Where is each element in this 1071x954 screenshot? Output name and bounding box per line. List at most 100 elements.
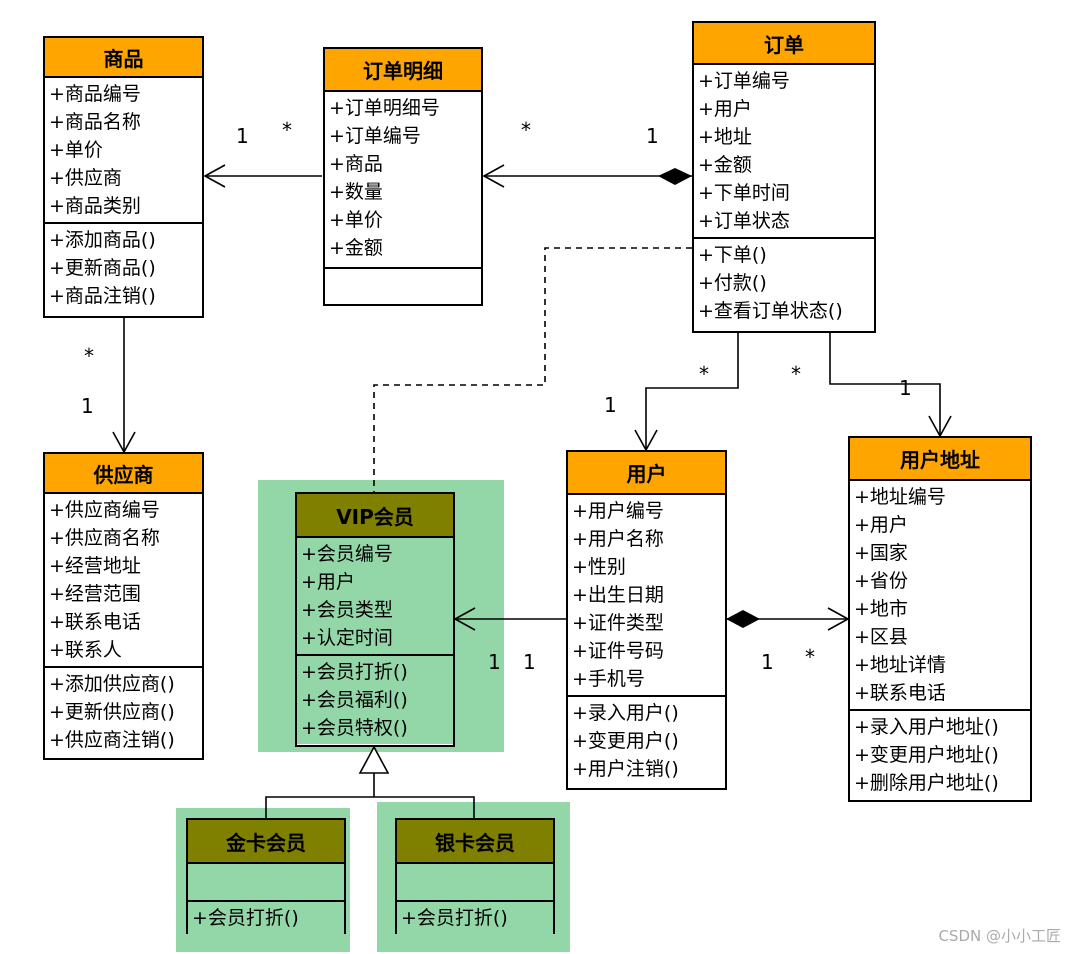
operation: +变更用户地址()	[854, 744, 999, 766]
operation: +会员打折()	[301, 661, 408, 683]
user-class-name: 用户	[568, 452, 725, 495]
operation: +供应商注销()	[49, 729, 175, 751]
gold-member-operations: +会员打折()	[188, 902, 344, 934]
mult-detail-order-near-order: 1	[646, 124, 659, 148]
supplier-class-name: 供应商	[45, 454, 202, 494]
operation: +删除用户地址()	[854, 772, 999, 794]
attribute: +地址	[698, 126, 752, 148]
user-address-class[interactable]: 用户地址 +地址编号+用户+国家+省份+地市+区县+地址详情+联系电话 +录入用…	[848, 436, 1032, 802]
supplier-class[interactable]: 供应商 +供应商编号+供应商名称+经营地址+经营范围+联系电话+联系人 +添加供…	[43, 452, 204, 760]
user-class[interactable]: 用户 +用户编号+用户名称+性别+出生日期+证件类型+证件号码+手机号 +录入用…	[566, 450, 727, 790]
mult-product-supplier-near-product: *	[84, 344, 94, 368]
mult-order-address-near-order: *	[791, 362, 801, 386]
order-operations: +下单() +付款() +查看订单状态()	[694, 239, 874, 327]
attribute: +用户	[698, 98, 752, 120]
attribute: +订单状态	[698, 210, 790, 232]
operation: +更新商品()	[49, 257, 156, 279]
product-operations: +添加商品()+更新商品()+商品注销()	[45, 224, 202, 312]
attribute: +证件号码	[572, 640, 664, 662]
mult-vip-user-near-user: 1	[523, 650, 536, 674]
gold-member-class-name: 金卡会员	[188, 820, 344, 864]
attribute: +用户名称	[572, 528, 664, 550]
product-class-name: 商品	[45, 38, 202, 78]
attribute: +商品	[329, 153, 383, 175]
order-class[interactable]: 订单 +订单编号+用户+地址+金额+下单时间+订单状态 +下单()+付款()+查…	[692, 21, 876, 333]
silver-member-class-name: 银卡会员	[397, 820, 553, 864]
user-address-class-name: 用户地址	[850, 438, 1030, 481]
operation: +添加供应商()	[49, 673, 175, 695]
gold-member-attributes	[188, 864, 344, 902]
operation: +付款()	[698, 272, 767, 294]
attribute: +联系电话	[854, 682, 946, 704]
operation: +更新供应商()	[49, 701, 175, 723]
operation: +会员打折()	[401, 907, 508, 929]
attribute: +供应商名称	[49, 527, 160, 549]
silver-member-attributes	[397, 864, 553, 902]
mult-vip-user-near-vip: 1	[488, 650, 501, 674]
silver-member-class[interactable]: 银卡会员 +会员打折()	[395, 818, 555, 934]
attribute: +证件类型	[572, 612, 664, 634]
attribute: +订单明细号	[329, 97, 440, 119]
attribute: +商品名称	[49, 111, 141, 133]
mult-order-user-near-order: *	[699, 362, 709, 386]
attribute: +商品类别	[49, 195, 141, 217]
attribute: +单价	[329, 209, 383, 231]
mult-order-user-near-user: 1	[604, 393, 617, 417]
attribute: +用户编号	[572, 500, 664, 522]
detail-arrowhead	[482, 164, 505, 188]
attribute: +省份	[854, 570, 908, 592]
attribute: +订单编号	[329, 125, 421, 147]
vip-arrowhead	[453, 607, 476, 631]
order-detail-class[interactable]: 订单明细 +订单明细号+订单编号+商品+数量+单价+金额	[323, 47, 483, 306]
mult-user-address-near-address: *	[805, 645, 815, 669]
vip-class[interactable]: VIP会员 +会员编号+用户+会员类型+认定时间 +会员打折()+会员福利()+…	[295, 492, 455, 747]
attribute: +经营地址	[49, 555, 141, 577]
operation: +录入用户地址()	[854, 716, 999, 738]
operation: +下单()	[698, 244, 767, 266]
silver-member-operations: +会员打折()	[397, 902, 553, 934]
operation: +用户注销()	[572, 758, 679, 780]
order-composition-diamond	[658, 168, 692, 185]
mult-product-supplier-near-supplier: 1	[81, 394, 94, 418]
attribute: +出生日期	[572, 584, 664, 606]
supplier-attributes: +供应商编号+供应商名称+经营地址+经营范围+联系电话+联系人	[45, 494, 202, 668]
attribute: +数量	[329, 181, 383, 203]
attribute: +金额	[698, 154, 752, 176]
attribute: +单价	[49, 139, 103, 161]
order-detail-attributes: +订单明细号 +订单编号 +商品 +数量 +单价 +金额	[325, 92, 481, 269]
order-detail-operations	[325, 269, 481, 273]
operation: +录入用户()	[572, 702, 679, 724]
vip-attributes: +会员编号+用户+会员类型+认定时间	[297, 538, 453, 656]
attribute: +用户	[301, 571, 355, 593]
attribute: +商品编号	[49, 83, 141, 105]
attribute: +地址详情	[854, 654, 946, 676]
user-attributes: +用户编号+用户名称+性别+出生日期+证件类型+证件号码+手机号	[568, 495, 725, 697]
attribute: +认定时间	[301, 627, 393, 649]
order-to-address-line	[829, 332, 941, 436]
user-composition-diamond	[726, 610, 760, 628]
vip-operations: +会员打折()+会员福利()+会员特权()	[297, 656, 453, 744]
mult-product-detail-near-detail: *	[282, 118, 292, 142]
product-class[interactable]: 商品 +商品编号+商品名称+单价+供应商+商品类别 +添加商品()+更新商品()…	[43, 36, 204, 318]
generalization-triangle	[358, 745, 390, 774]
generalization-branch	[265, 796, 475, 818]
attribute: +联系电话	[49, 611, 141, 633]
operation: +商品注销()	[49, 285, 156, 307]
mult-user-address-near-user: 1	[761, 650, 774, 674]
product-arrowhead	[203, 164, 226, 188]
operation: +查看订单状态()	[698, 300, 843, 322]
order-to-user-line	[645, 332, 739, 450]
vip-class-name: VIP会员	[297, 494, 453, 538]
attribute: +金额	[329, 237, 383, 259]
operation: +会员特权()	[301, 717, 408, 739]
attribute: +经营范围	[49, 583, 141, 605]
gold-member-class[interactable]: 金卡会员 +会员打折()	[186, 818, 346, 934]
supplier-operations: +添加供应商() +更新供应商() +供应商注销()	[45, 668, 202, 756]
mult-product-detail-near-product: 1	[236, 124, 249, 148]
attribute: +国家	[854, 542, 908, 564]
attribute: +会员编号	[301, 543, 393, 565]
attribute: +地址编号	[854, 486, 946, 508]
attribute: +供应商	[49, 167, 122, 189]
operation: +变更用户()	[572, 730, 679, 752]
